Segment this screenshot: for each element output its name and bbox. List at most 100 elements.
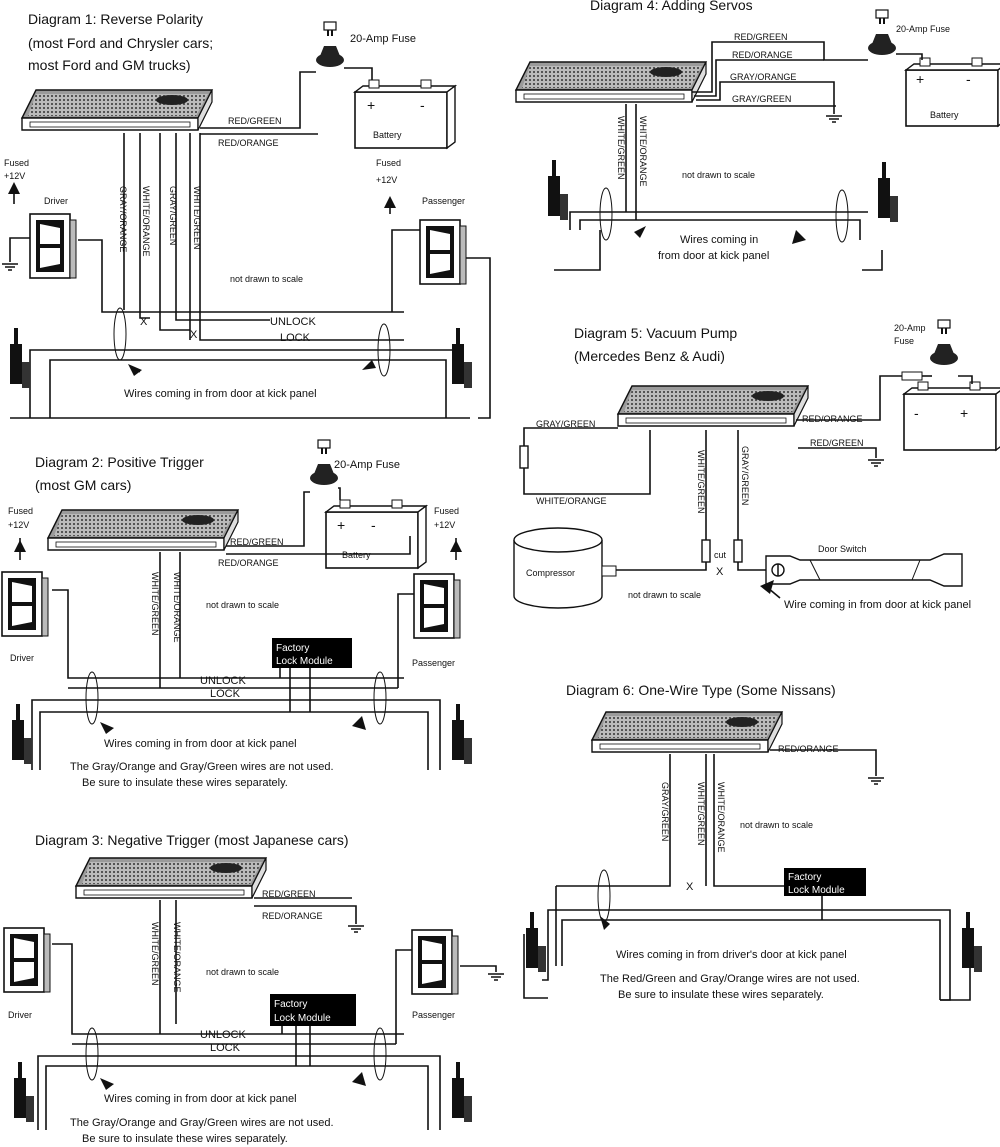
d3-lock-label: LOCK (210, 1042, 241, 1054)
d3-unlock-label: UNLOCK (200, 1029, 247, 1041)
d1-x-label: X (140, 316, 148, 328)
d1-driver-label: Driver (44, 196, 68, 206)
d2-note1-label: The Gray/Orange and Gray/Green wires are… (70, 761, 334, 773)
d6-x-label: X (686, 881, 694, 893)
d5-minus-label: - (914, 405, 919, 421)
d3-note2-label: Be sure to insulate these wires separate… (82, 1133, 288, 1145)
d1-fuse-label: 20-Amp Fuse (350, 33, 416, 45)
d1-fuse-icon (315, 21, 345, 68)
d5-white-orange-label: WHITE/ORANGE (536, 496, 607, 506)
d4-white-green-label: WHITE/GREEN (616, 116, 626, 180)
d2-lock-label: LOCK (210, 688, 241, 700)
d1-unlock-label: UNLOCK (270, 316, 317, 328)
d5-compressor-label: Compressor (526, 568, 575, 578)
d6-red-orange-label: RED/ORANGE (778, 744, 839, 754)
d2-scale-label: not drawn to scale (206, 600, 279, 610)
d1-plus-label: + (367, 97, 375, 113)
d6-wires-label: Wires coming in from driver's door at ki… (616, 949, 847, 961)
d5-title-label: Diagram 5: Vacuum Pump (574, 325, 737, 341)
d2-minus-label: - (371, 517, 376, 533)
d5-cut-label: cut (714, 550, 727, 560)
diagram-3: Diagram 3: Negative Trigger (most Japane… (3, 832, 505, 1145)
d2-fused-left-label: Fused (8, 506, 33, 516)
d2-fused-right-label: Fused (434, 506, 459, 516)
d1-white-green-label: WHITE/GREEN (192, 186, 202, 250)
d1-gray-green-label: GRAY/GREEN (168, 186, 178, 245)
d3-red-green-label: RED/GREEN (262, 889, 316, 899)
d2-fuse-label: 20-Amp Fuse (334, 459, 400, 471)
d3-scale-label: not drawn to scale (206, 967, 279, 977)
d2-wires-label: Wires coming in from door at kick panel (104, 738, 297, 750)
d4-gray-orange-label: GRAY/ORANGE (730, 72, 796, 82)
d4-scale-label: not drawn to scale (682, 170, 755, 180)
d5-x-label: X (716, 566, 724, 578)
d3-white-green-label: WHITE/GREEN (150, 922, 160, 986)
d1-subtitle-2: most Ford and GM trucks) (28, 57, 191, 73)
d1-red-green-label: RED/GREEN (228, 116, 282, 126)
d2-module1-label: Factory (276, 643, 309, 654)
d1-scale-label: not drawn to scale (230, 274, 303, 284)
d1-x-label: X (190, 329, 198, 341)
d3-title-label: Diagram 3: Negative Trigger (most Japane… (35, 832, 349, 848)
d1-title: Diagram 1: Reverse Polarity (28, 11, 203, 27)
d2-unlock-label: UNLOCK (200, 675, 247, 687)
d2-plus-label: + (337, 517, 345, 533)
d2-module2-label: Lock Module (276, 656, 333, 667)
d6-module1-label: Factory (788, 872, 821, 883)
d1-battery (354, 79, 456, 149)
d1-controller (21, 89, 213, 131)
d2-battery-label: Battery (342, 550, 371, 560)
d6-note1-label: The Red/Green and Gray/Orange wires are … (600, 973, 860, 985)
d2-note2-label: Be sure to insulate these wires separate… (82, 777, 288, 789)
d5-door-switch-label: Door Switch (818, 544, 867, 554)
d3-note1-label: The Gray/Orange and Gray/Green wires are… (70, 1117, 334, 1129)
d4-title-label: Diagram 4: Adding Servos (590, 0, 753, 13)
d3-driver-label: Driver (8, 1010, 32, 1020)
diagram-1: Diagram 1: Reverse Polarity (most Ford a… (1, 11, 491, 419)
d6-note2-label: Be sure to insulate these wires separate… (618, 989, 824, 1001)
d5-red-green-label: RED/GREEN (810, 438, 864, 448)
d2-white-orange-label: WHITE/ORANGE (172, 572, 182, 643)
d3-red-orange-label: RED/ORANGE (262, 911, 323, 921)
d6-gray-green-label: GRAY/GREEN (660, 782, 670, 841)
d4-wires1-label: Wires coming in (680, 234, 758, 246)
d4-white-orange-label: WHITE/ORANGE (638, 116, 648, 187)
diagram-4: Diagram 4: Adding Servos 20-Amp Fuse + -… (515, 0, 1000, 271)
d1-fused-left-label: Fused (4, 158, 29, 168)
d5-fuse2-label: Fuse (894, 336, 914, 346)
diagram-5: Diagram 5: Vacuum Pump (Mercedes Benz & … (513, 319, 1000, 611)
d1-battery-label: Battery (373, 130, 402, 140)
d5-white-green-label: WHITE/GREEN (696, 450, 706, 514)
d1-fused-right-label: Fused (376, 158, 401, 168)
d1-subtitle-1: (most Ford and Chrysler cars; (28, 35, 213, 51)
diagram-2: Diagram 2: Positive Trigger (most GM car… (1, 439, 472, 789)
d3-module2-label: Lock Module (274, 1013, 331, 1024)
d5-scale-label: not drawn to scale (628, 590, 701, 600)
d1-fused-left2-label: +12V (4, 171, 25, 181)
d2-title-label: Diagram 2: Positive Trigger (35, 454, 204, 470)
diagram-6: Diagram 6: One-Wire Type (Some Nissans) … (523, 682, 982, 1001)
d6-scale-label: not drawn to scale (740, 820, 813, 830)
d1-fused-right2-label: +12V (376, 175, 397, 185)
d2-white-green-label: WHITE/GREEN (150, 572, 160, 636)
d1-white-orange-label: WHITE/ORANGE (141, 186, 151, 257)
d2-red-green-label: RED/GREEN (230, 537, 284, 547)
d4-red-orange-label: RED/ORANGE (732, 50, 793, 60)
d6-title-label: Diagram 6: One-Wire Type (Some Nissans) (566, 682, 836, 698)
d3-white-orange-label: WHITE/ORANGE (172, 922, 182, 993)
d6-module2-label: Lock Module (788, 885, 845, 896)
d2-fused-right2-label: +12V (434, 520, 455, 530)
d1-gray-orange-label: GRAY/ORANGE (118, 186, 128, 252)
d4-wires2-label: from door at kick panel (658, 250, 769, 262)
d4-fuse-label: 20-Amp Fuse (896, 24, 950, 34)
d4-minus-label: - (966, 71, 971, 87)
d5-subtitle-label: (Mercedes Benz & Audi) (574, 348, 725, 364)
d1-red-orange-label: RED/ORANGE (218, 138, 279, 148)
d1-passenger-label: Passenger (422, 196, 465, 206)
d4-plus-label: + (916, 71, 924, 87)
d6-white-green-label: WHITE/GREEN (696, 782, 706, 846)
d1-wires-caption: Wires coming in from door at kick panel (124, 388, 317, 400)
d2-passenger-label: Passenger (412, 658, 455, 668)
d5-red-orange-label: RED/ORANGE (802, 414, 863, 424)
